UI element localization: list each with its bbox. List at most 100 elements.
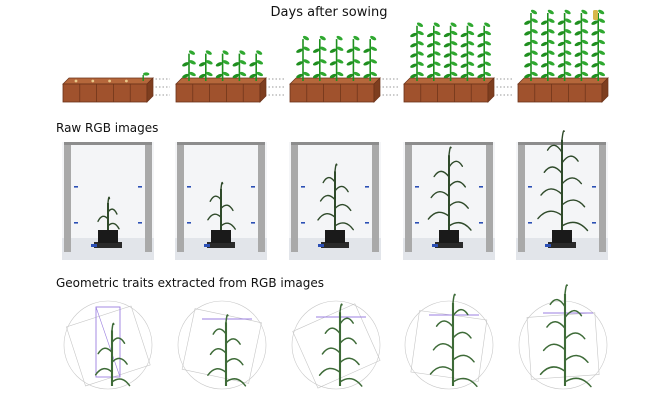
tray-stage-4 <box>403 22 495 103</box>
booth-post-right <box>145 142 152 252</box>
raw-images-label: Raw RGB images <box>56 121 159 135</box>
tray-front <box>62 83 148 103</box>
seedling-leaf <box>198 62 206 67</box>
seedling-leaf <box>598 29 606 34</box>
seedling-leaf <box>353 59 361 64</box>
plant-leaf <box>452 377 478 388</box>
plant-leaf <box>448 146 452 156</box>
plant-leaf <box>435 320 454 328</box>
seedling-leaf <box>433 51 441 56</box>
plant-leaf <box>540 188 563 196</box>
seedling-leaf <box>581 29 589 34</box>
seedling-leaf <box>531 61 538 66</box>
seedling-leaf <box>467 71 475 77</box>
seedling-leaf <box>189 60 196 65</box>
seedling-leaf <box>319 35 326 41</box>
calibration-marker <box>301 222 305 224</box>
seed <box>108 79 111 83</box>
plant-leaf <box>225 314 229 324</box>
seedling-leaf <box>336 46 344 51</box>
plant-leaf <box>539 366 566 376</box>
pot <box>439 230 459 243</box>
pot <box>325 230 345 243</box>
tray-front <box>175 83 261 103</box>
seedling-leaf <box>329 61 337 66</box>
seedling-leaf <box>363 61 371 66</box>
plant-leaf <box>542 343 566 352</box>
seedling-leaf <box>296 61 303 66</box>
calibration-marker <box>592 222 596 224</box>
plant-leaf <box>212 328 227 335</box>
plant-leaf <box>339 337 357 345</box>
booth-floor <box>62 238 154 260</box>
seedling-leaf <box>598 9 605 15</box>
seedling-leaf <box>256 60 264 65</box>
enclosing-circle <box>291 300 381 390</box>
pot <box>552 230 572 243</box>
plant-leaf <box>334 203 352 212</box>
seedling-leaf <box>426 63 434 68</box>
seedling-leaf <box>564 50 572 55</box>
seedling-leaf <box>205 60 213 65</box>
seedling-leaf <box>222 71 230 77</box>
tray-stage-1 <box>62 72 154 103</box>
seedling-leaf <box>467 30 475 36</box>
plant-leaf <box>111 357 128 365</box>
seedling-leaf <box>353 46 361 51</box>
plant-leaf <box>334 185 349 193</box>
seedling-leaf <box>564 61 572 66</box>
seedling-leaf <box>205 50 212 55</box>
seedling-leaf <box>574 31 582 36</box>
seedling-leaf <box>524 73 531 79</box>
geometric-trait-5 <box>518 284 608 390</box>
plant-leaf <box>322 176 336 184</box>
seedling-leaf <box>581 18 589 23</box>
plant-leaf <box>339 377 363 387</box>
seedling-leaf <box>189 71 196 77</box>
seedling-leaf <box>460 43 468 48</box>
calibration-marker <box>479 186 483 188</box>
plant-leaf <box>107 222 120 230</box>
seedling-leaf <box>581 71 589 77</box>
seedling-leaf <box>531 71 538 77</box>
seedling-leaf <box>303 46 310 51</box>
calibration-marker <box>251 222 255 224</box>
enclosing-circle <box>518 300 608 390</box>
figure-title: Days after sowing <box>270 5 388 20</box>
seedling-leaf <box>467 51 475 56</box>
seedling-leaf <box>256 71 264 77</box>
seedling-leaf <box>484 41 492 46</box>
tray-side <box>259 77 267 103</box>
booth-floor <box>403 238 495 260</box>
seedling-leaf <box>477 43 485 48</box>
seedling-leaf <box>581 9 588 15</box>
geometric-trait-3 <box>291 300 381 390</box>
geometric-trait-4 <box>404 293 494 390</box>
seedling-leaf <box>591 41 599 47</box>
plant-leaf <box>209 195 222 202</box>
seedling-leaf <box>443 73 451 79</box>
plant-leaf <box>564 309 583 319</box>
plant-leaf <box>107 208 118 215</box>
stand-clip <box>204 244 210 247</box>
seedling-leaf <box>564 71 572 77</box>
calibration-marker <box>301 186 305 188</box>
plant-leaf <box>432 343 454 351</box>
seedling-leaf <box>591 63 599 68</box>
seedling-leaf <box>591 52 599 57</box>
seedling-leaf <box>143 72 150 76</box>
seedling-leaf <box>598 61 606 66</box>
plant-leaf <box>452 331 472 339</box>
seedling-leaf <box>222 60 230 65</box>
plant-leaf <box>209 348 227 356</box>
booth-top-bar <box>405 142 493 145</box>
seedling-leaf <box>524 52 531 57</box>
rgb-image-3 <box>289 142 381 260</box>
rgb-image-1 <box>62 142 154 260</box>
seedling-leaf <box>410 43 417 48</box>
seedling-leaf <box>531 39 538 45</box>
seedling-leaf <box>239 71 247 77</box>
seedling-leaf <box>564 18 572 23</box>
seedling-leaf <box>232 62 240 67</box>
stand-clip <box>545 244 551 247</box>
